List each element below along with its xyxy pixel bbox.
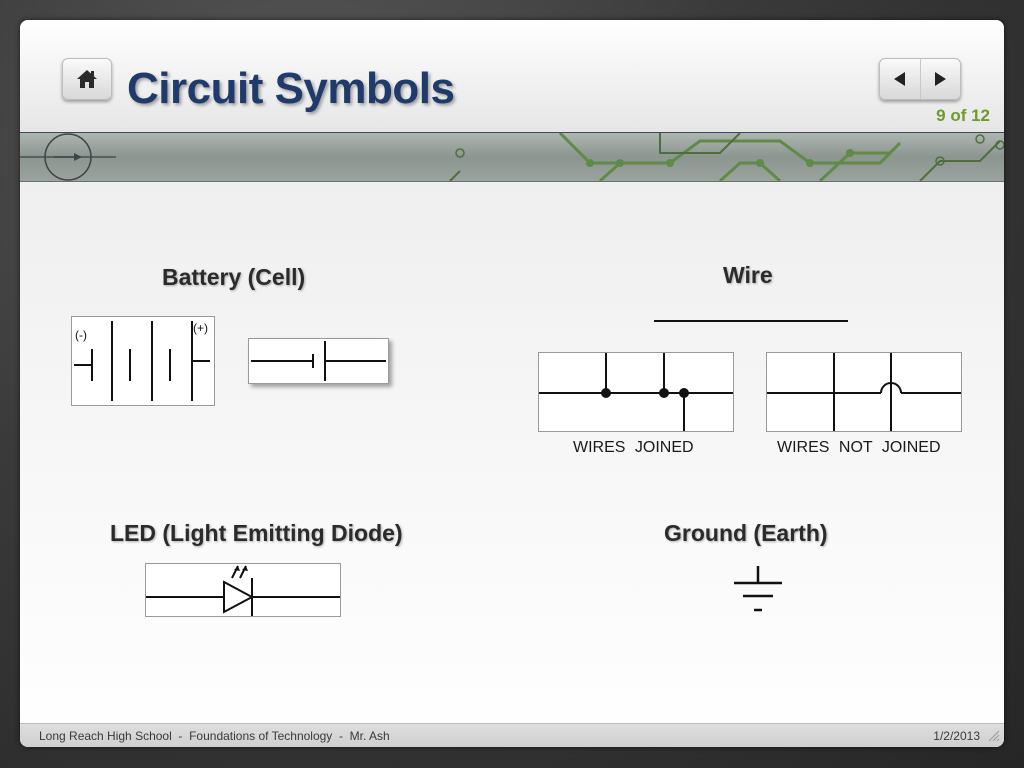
ground-title: Ground (Earth)	[664, 520, 828, 546]
arrow-right-icon	[935, 72, 947, 86]
wires-not-joined-symbol	[766, 352, 962, 432]
battery-cell-symbol	[248, 338, 389, 384]
wires-joined-symbol	[538, 352, 734, 432]
led-symbol	[145, 563, 341, 617]
slide-navigation	[879, 58, 961, 100]
slide-footer: Long Reach High School - Foundations of …	[20, 723, 1004, 747]
wire-title: Wire	[723, 262, 773, 288]
arrow-left-icon	[893, 72, 905, 86]
led-title: LED (Light Emitting Diode)	[110, 520, 403, 546]
wire-symbol	[654, 320, 848, 322]
wires-not-joined-caption: WIRES NOT JOINED	[777, 439, 941, 456]
slide-header: Circuit Symbols 9 of 12	[20, 20, 1004, 132]
wires-not-joined-diagram	[767, 353, 961, 431]
next-slide-button[interactable]	[919, 59, 961, 99]
battery-multicell-symbol: (-) (+)	[71, 316, 215, 406]
page-indicator: 9 of 12	[936, 106, 990, 125]
slide: Circuit Symbols 9 of 12	[20, 20, 1004, 747]
page-title: Circuit Symbols	[127, 64, 455, 113]
circuit-banner	[20, 132, 1004, 182]
home-button[interactable]	[62, 58, 112, 100]
negative-terminal-label: (-)	[75, 328, 87, 342]
positive-terminal-label: (+)	[193, 321, 208, 335]
circuit-traces-decoration	[20, 133, 1004, 181]
led-diagram	[146, 565, 340, 616]
battery-cell-diagram	[251, 341, 386, 381]
resize-grip-icon	[988, 730, 1000, 742]
battery-title: Battery (Cell)	[162, 264, 306, 290]
wires-joined-caption: WIRES JOINED	[573, 439, 694, 456]
wires-joined-diagram	[539, 353, 733, 431]
footer-date: 1/2/2013	[933, 729, 980, 743]
battery-multicell-diagram	[74, 321, 210, 401]
ground-symbol	[734, 566, 782, 612]
home-icon	[77, 70, 97, 88]
previous-slide-button[interactable]	[880, 59, 920, 99]
footer-text: Long Reach High School - Foundations of …	[39, 729, 390, 743]
